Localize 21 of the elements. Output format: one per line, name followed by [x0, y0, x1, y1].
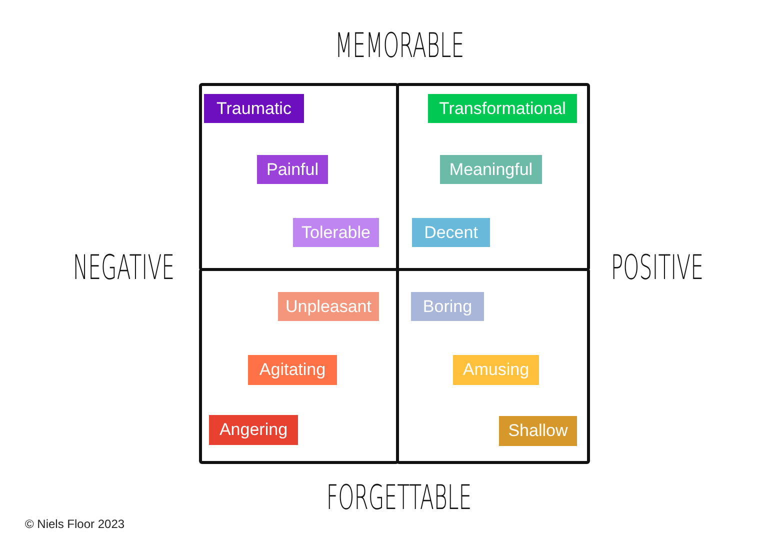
category-tag: Unpleasant	[278, 292, 379, 321]
copyright-note: © Niels Floor 2023	[25, 517, 125, 531]
quadrant-panel	[396, 268, 590, 464]
axis-label: FORGETTABLE	[326, 480, 472, 516]
quadrant-panel	[199, 83, 399, 271]
category-tag: Traumatic	[204, 94, 304, 123]
quadrant-panel	[396, 83, 590, 271]
axis-label: MEMORABLE	[334, 28, 464, 64]
category-tag: Shallow	[499, 416, 577, 446]
category-tag: Transformational	[428, 94, 577, 123]
category-tag: Amusing	[453, 355, 539, 385]
axis-label: NEGATIVE	[72, 250, 174, 286]
axis-label: POSITIVE	[610, 250, 704, 286]
category-tag: Painful	[257, 155, 328, 184]
category-tag: Agitating	[248, 355, 337, 385]
category-tag: Meaningful	[440, 155, 542, 184]
category-tag: Tolerable	[293, 218, 379, 247]
quadrant-panel	[199, 268, 399, 464]
category-tag: Boring	[411, 292, 484, 321]
category-tag: Decent	[412, 218, 490, 247]
category-tag: Angering	[209, 415, 298, 445]
